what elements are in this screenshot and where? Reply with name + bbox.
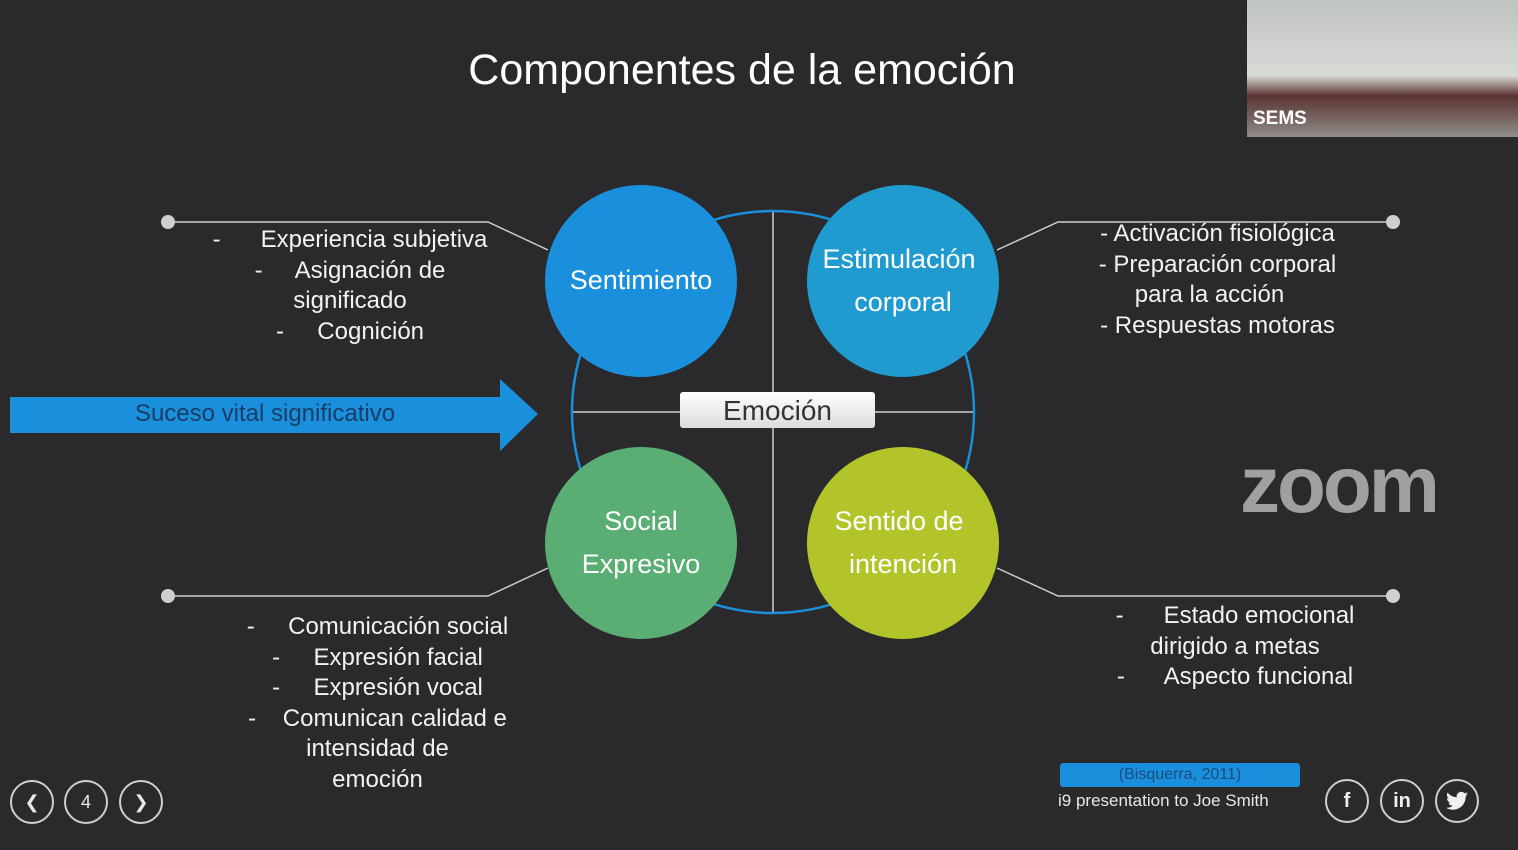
list-item: - Respuestas motoras [1100, 311, 1335, 339]
linkedin-icon[interactable]: in [1380, 779, 1424, 823]
facebook-icon[interactable]: f [1325, 779, 1369, 823]
arrow [10, 379, 538, 451]
zoom-watermark: zoom [1240, 440, 1440, 529]
twitter-bird-icon [1446, 791, 1468, 810]
list-item: significado [293, 287, 407, 314]
list-item: - Activación fisiológica [1100, 220, 1335, 247]
chevron-left-icon: ❮ [24, 792, 40, 812]
list-item: intensidad de [306, 735, 449, 762]
list-item: emoción [332, 765, 423, 793]
chevron-right-icon: ❯ [133, 792, 149, 812]
circle-label-estimulacion-2: corporal [854, 287, 952, 317]
list-item: - Estado emocional [1115, 602, 1355, 629]
arrow-label: Suceso vital significativo [134, 400, 396, 427]
circle-label-sentido-2: intención [848, 549, 958, 579]
connector-dot [161, 589, 175, 603]
circle-label-social-1: Social [604, 506, 678, 536]
connector-dot [1386, 589, 1400, 603]
slide-title: Componentes de la emoción [468, 46, 1016, 94]
list-item: - Preparación corporal [1098, 250, 1337, 278]
citation: (Bisquerra, 2011) [1060, 763, 1300, 787]
list-bottom-right: - Estado emocional dirigido a metas - As… [1090, 601, 1380, 693]
participant-video[interactable] [1247, 0, 1518, 137]
list-item: - Expresión vocal [272, 674, 483, 701]
circle-sentimiento [545, 185, 737, 377]
connector-bottom-left [168, 567, 549, 597]
circle-social [545, 447, 737, 639]
list-item: - Expresión facial [272, 643, 483, 671]
circle-label-sentido-1: Sentido de [834, 506, 964, 536]
list-item: - Aspecto funcional [1116, 663, 1354, 690]
list-item: - Comunicación social [246, 613, 509, 640]
circle-estimulacion [807, 185, 999, 377]
list-item: - Experiencia subjetiva [212, 226, 488, 253]
list-item: - Comunican calidad e [248, 704, 507, 732]
outer-ring [570, 209, 976, 615]
twitter-icon[interactable] [1435, 779, 1479, 823]
list-item: - Asignación de [254, 256, 446, 284]
video-label: SEMS [1253, 108, 1307, 129]
list-item: - Cognición [275, 317, 425, 345]
circle-label-social-2: Expresivo [581, 549, 701, 579]
presentation-caption: i9 presentation to Joe Smith [1058, 791, 1269, 810]
connector-dot [1386, 215, 1400, 229]
circle-label-estimulacion-1: Estimulación [822, 244, 976, 274]
list-bottom-left: - Comunicación social - Expresión facial… [215, 612, 540, 795]
connector-bottom-right [996, 567, 1393, 597]
page-number: 4 [64, 780, 108, 824]
next-slide-button[interactable]: ❯ [119, 780, 163, 824]
connector-dot [161, 215, 175, 229]
connector-top-right [996, 221, 1393, 251]
circle-label-sentimiento: Sentimiento [569, 265, 713, 295]
connector-top-left [168, 221, 549, 251]
center-label-emocion: Emoción [680, 392, 875, 428]
list-item: dirigido a metas [1150, 632, 1320, 660]
circle-sentido [807, 447, 999, 639]
list-item: para la acción [1134, 281, 1285, 308]
list-top-left: - Experiencia subjetiva - Asignación de … [195, 225, 505, 347]
list-top-right: - Activación fisiológica - Preparación c… [1080, 219, 1355, 341]
prev-slide-button[interactable]: ❮ [10, 780, 54, 824]
